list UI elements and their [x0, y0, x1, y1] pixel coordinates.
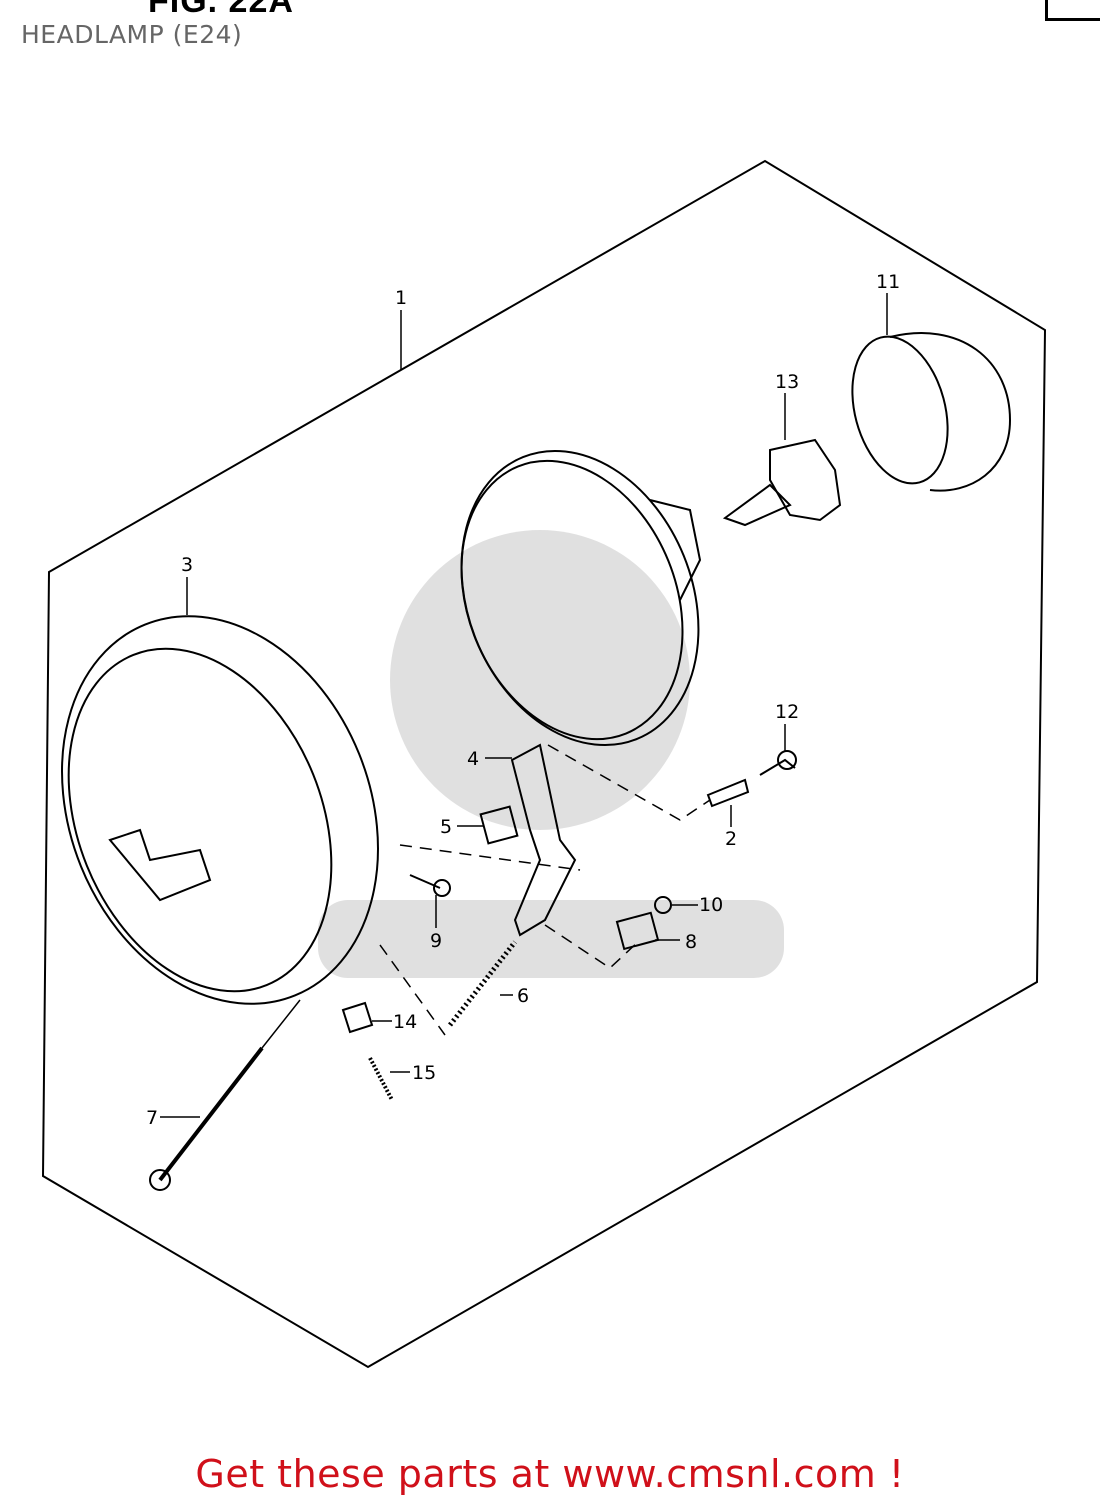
page-title: HEADLAMP (E24): [21, 20, 243, 49]
footer-link[interactable]: Get these parts at www.cmsnl.com !: [195, 1452, 905, 1496]
bulb-cover: [851, 332, 1012, 492]
assembly-lines: [379, 744, 711, 1036]
callout-4: 4: [467, 748, 479, 770]
callout-6: 6: [517, 985, 529, 1007]
figure-number: FIG. 22A: [148, 0, 294, 20]
callout-5: 5: [440, 816, 452, 838]
callout-11: 11: [876, 271, 900, 293]
screw-12: [759, 758, 796, 776]
callout-1: 1: [395, 287, 407, 309]
screw-9-head: [433, 879, 451, 897]
callout-12: 12: [775, 701, 799, 723]
headlamp-unit: [460, 449, 702, 747]
bolt-7-head: [149, 1169, 171, 1191]
bolt-15: [368, 1057, 394, 1101]
bulb: [722, 438, 842, 527]
corner-mark: [1045, 0, 1100, 21]
callout-8: 8: [685, 931, 697, 953]
assembly-outline: [41, 159, 1047, 1369]
screw-12-head: [777, 750, 797, 770]
nut-14: [341, 1001, 374, 1034]
spring-2: [706, 778, 750, 808]
bolt-7: [158, 1046, 264, 1182]
nut-8: [615, 911, 660, 951]
callout-7: 7: [146, 1107, 158, 1129]
callout-3: 3: [181, 554, 193, 576]
screw-9: [409, 874, 441, 889]
callout-13: 13: [775, 371, 799, 393]
callout-2: 2: [725, 828, 737, 850]
bracket: [510, 743, 577, 937]
nut-5: [479, 805, 519, 845]
callout-9: 9: [430, 930, 442, 952]
nut-10: [654, 896, 672, 914]
callout-10: 10: [699, 894, 723, 916]
callout-15: 15: [412, 1062, 436, 1084]
leader-lines: [160, 293, 888, 1118]
callout-14: 14: [393, 1011, 417, 1033]
headlamp-rim: [61, 615, 379, 1005]
